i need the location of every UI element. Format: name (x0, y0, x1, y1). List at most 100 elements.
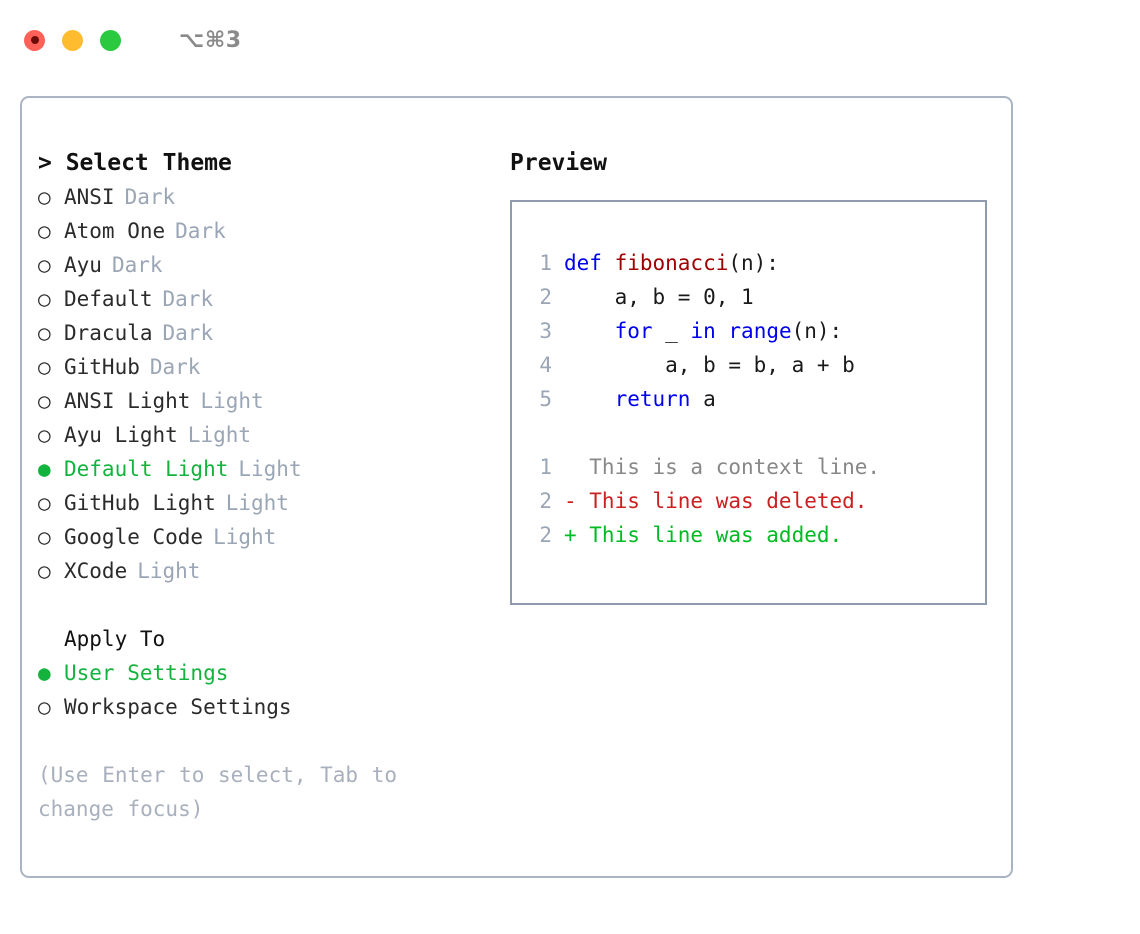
code-line-text: a, b = b, a + b (564, 348, 855, 382)
diff-line: 2 + This line was added. (522, 518, 985, 552)
theme-name-label: Default (64, 287, 153, 311)
theme-list-item[interactable]: ○ Default Dark (38, 282, 492, 316)
radio-unselected-icon: ○ (38, 491, 51, 515)
theme-list-item[interactable]: ○ Ayu Light Light (38, 418, 492, 452)
code-token: (n): (791, 319, 843, 343)
theme-mode-badge: Light (187, 423, 252, 447)
code-diff-spacer (522, 416, 985, 450)
theme-list-item[interactable]: ○ GitHub Light Light (38, 486, 492, 520)
apply-to-header: Apply To (64, 627, 166, 651)
radio-unselected-icon: ○ (38, 287, 51, 311)
diff-line-text: - This line was deleted. (564, 489, 868, 513)
apply-to-label: User Settings (64, 661, 229, 685)
list-spacer (38, 588, 492, 622)
theme-name-label: Ayu (64, 253, 102, 277)
theme-mode-badge: Dark (162, 321, 214, 345)
theme-mode-badge: Dark (162, 287, 214, 311)
theme-mode-badge: Dark (175, 219, 226, 243)
select-theme-header: > Select Theme (38, 150, 232, 176)
minimize-button[interactable] (62, 29, 83, 51)
radio-selected-icon: ● (38, 661, 51, 685)
code-token: def (564, 251, 615, 275)
apply-to-item[interactable]: ● User Settings (38, 656, 492, 690)
radio-unselected-icon: ○ (38, 355, 51, 379)
code-token (564, 319, 615, 343)
theme-mode-badge: Light (225, 491, 289, 515)
code-line-text: a, b = 0, 1 (564, 280, 754, 314)
theme-mode-badge: Light (238, 457, 302, 481)
theme-mode-badge: Dark (111, 253, 163, 277)
theme-mode-badge: Dark (124, 185, 176, 209)
code-line-number: 2 (539, 285, 552, 309)
code-line-number: 4 (539, 353, 552, 377)
diff-sample: 1 This is a context line.2- This line wa… (522, 450, 985, 552)
radio-unselected-icon: ○ (38, 185, 51, 209)
radio-unselected-icon: ○ (38, 253, 51, 277)
code-line: 2 a, b = 0, 1 (522, 280, 985, 314)
theme-name-label: ANSI (64, 185, 115, 209)
radio-unselected-icon: ○ (38, 695, 51, 719)
code-line: 1 def fibonacci(n): (522, 246, 985, 280)
radio-unselected-icon: ○ (38, 559, 51, 583)
code-token: return (614, 387, 691, 411)
theme-name-label: Atom One (64, 219, 166, 243)
theme-name-label: Google Code (64, 525, 204, 549)
theme-name-label: XCode (64, 559, 128, 583)
theme-name-label: Ayu Light (64, 423, 178, 447)
code-token: for (614, 319, 653, 343)
theme-list-item[interactable]: ○ Google Code Light (38, 520, 492, 554)
code-line-text: for _ in range(n): (564, 314, 843, 348)
code-token: _ (652, 319, 691, 343)
keyboard-hint-text: (Use Enter to select, Tab to change focu… (38, 763, 398, 821)
hint-spacer (38, 724, 492, 758)
code-token (716, 319, 729, 343)
title-bar: ⌥⌘3 (0, 0, 1140, 80)
diff-line-number: 2 (539, 523, 552, 547)
theme-name-label: Default Light (64, 457, 229, 481)
code-line-text: return a (564, 382, 716, 416)
radio-unselected-icon: ○ (38, 423, 51, 447)
keyboard-shortcut-label: ⌥⌘3 (179, 27, 242, 53)
code-line-number: 5 (539, 387, 552, 411)
theme-list-item[interactable]: ○ ANSI Light Light (38, 384, 492, 418)
diff-line-text: + This line was added. (564, 523, 843, 547)
maximize-button[interactable] (100, 29, 121, 51)
window-controls (24, 29, 121, 51)
theme-list-item[interactable]: ○ ANSI Dark (38, 180, 492, 214)
code-token: (n): (728, 251, 779, 275)
theme-name-label: GitHub Light (64, 491, 216, 515)
apply-to-item[interactable]: ○ Workspace Settings (38, 690, 492, 724)
diff-line-number: 2 (539, 489, 552, 513)
code-token: a, b = b, a + b (564, 353, 855, 377)
theme-list-item[interactable]: ○ Atom One Dark (38, 214, 492, 248)
code-line: 5 return a (522, 382, 985, 416)
diff-line: 2 - This line was deleted. (522, 484, 985, 518)
radio-unselected-icon: ○ (38, 525, 51, 549)
diff-line-number: 1 (539, 455, 552, 479)
close-button[interactable] (24, 29, 45, 51)
radio-unselected-icon: ○ (38, 389, 51, 413)
theme-name-label: ANSI Light (64, 389, 191, 413)
code-token (564, 387, 615, 411)
code-line: 3 for _ in range(n): (522, 314, 985, 348)
code-token: a, b = 0, 1 (564, 285, 754, 309)
code-line-number: 1 (539, 251, 552, 275)
theme-list-item[interactable]: ○ Ayu Dark (38, 248, 492, 282)
theme-mode-badge: Light (213, 525, 277, 549)
code-token: fibonacci (614, 251, 729, 275)
theme-name-label: Dracula (64, 321, 153, 345)
apply-to-label: Workspace Settings (64, 695, 292, 719)
theme-mode-badge: Light (200, 389, 264, 413)
theme-mode-badge: Dark (149, 355, 201, 379)
radio-unselected-icon: ○ (38, 219, 51, 243)
